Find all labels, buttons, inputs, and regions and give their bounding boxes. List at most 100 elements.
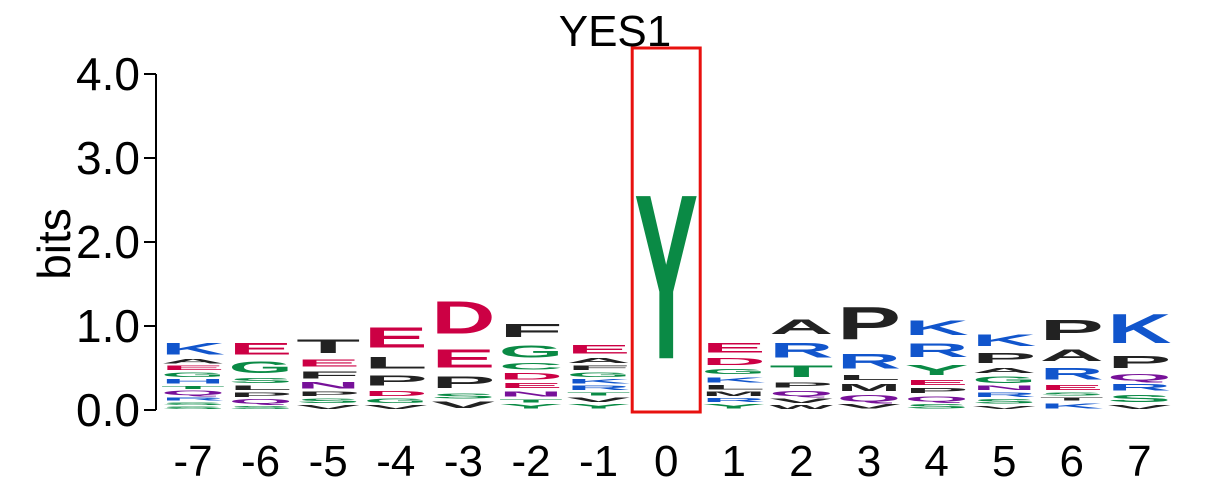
stack-letter: C xyxy=(499,361,563,371)
stack-letter: N xyxy=(296,381,360,391)
stack-letter: D xyxy=(702,356,766,368)
stack-letter: S xyxy=(161,402,225,406)
stack-letter: V xyxy=(972,405,1036,410)
stack-letter: K xyxy=(1107,305,1171,352)
stack-letter: S xyxy=(296,397,360,404)
stack-letter: S xyxy=(972,398,1036,405)
stack-letter: P xyxy=(431,373,495,391)
stack-letter: P xyxy=(905,387,969,395)
stack-letter: Q xyxy=(161,390,225,397)
stack-letter: T xyxy=(296,335,360,357)
stack-letter: V xyxy=(1107,404,1171,410)
x-tick-label: -5 xyxy=(309,437,348,486)
stack-letter: G xyxy=(567,371,631,378)
letter-stack: Y xyxy=(634,146,698,409)
stack-letter: P xyxy=(364,372,428,389)
stack-letter: N xyxy=(972,385,1036,392)
stack-letter: V xyxy=(837,403,901,410)
stack-letter: E xyxy=(296,357,360,369)
y-tick-label: 2.0 xyxy=(76,216,140,268)
stack-letter: P xyxy=(837,297,901,349)
stack-letter: Q xyxy=(769,389,833,397)
stack-letter: D xyxy=(431,291,495,343)
stack-letter: L xyxy=(702,384,766,391)
x-tick-label: -3 xyxy=(444,437,483,486)
stack-letter: A xyxy=(161,358,225,365)
stack-letter: D xyxy=(499,371,563,381)
stack-letter: G xyxy=(364,397,428,404)
stack-letter: S xyxy=(229,376,293,384)
y-axis-label: bits xyxy=(28,208,80,280)
stack-letter: G xyxy=(161,371,225,378)
stack-letter: R xyxy=(567,385,631,392)
stack-letter: R xyxy=(905,339,969,361)
y-tick-label: 1.0 xyxy=(76,300,140,352)
stack-letter: V xyxy=(567,397,631,404)
stack-letter: L xyxy=(364,354,428,372)
stack-letter: L xyxy=(229,385,293,392)
x-tick-label: -2 xyxy=(511,437,550,486)
stack-letter: Q xyxy=(905,395,969,403)
x-tick-label: 7 xyxy=(1127,437,1151,486)
stack-letter: Y xyxy=(567,403,631,410)
stack-letter: H xyxy=(161,378,225,385)
stack-letter: A xyxy=(1040,346,1104,365)
stack-letter: S xyxy=(1107,392,1171,404)
stack-letter: K xyxy=(1040,402,1104,410)
stack-letter: D xyxy=(364,389,428,397)
stack-letter: F xyxy=(296,369,360,381)
x-tick-label: 6 xyxy=(1060,437,1084,486)
stack-letter: M xyxy=(837,381,901,393)
stack-letter: Y xyxy=(634,146,698,409)
stack-letter: A xyxy=(567,356,631,364)
y-tick-label: 4.0 xyxy=(76,48,140,100)
stack-letter: Y xyxy=(905,361,969,378)
stack-letter: P xyxy=(1040,314,1104,346)
stack-letter: V xyxy=(364,404,428,410)
y-tick-label: 3.0 xyxy=(76,132,140,184)
stack-letter: S xyxy=(161,406,225,410)
stack-letter: Q xyxy=(1107,372,1171,382)
letter-stacks: SSRQTHGEAKSQPLSGEVSPNFETVGDPLEVSPEDYTNED… xyxy=(161,146,1171,410)
stack-letter: G xyxy=(972,375,1036,385)
stack-letter: E xyxy=(1040,383,1104,391)
stack-letter: V xyxy=(431,400,495,410)
stack-letter: E xyxy=(567,343,631,356)
stack-letter: A xyxy=(972,366,1036,374)
stack-letter: Y xyxy=(702,403,766,410)
stack-letter: T xyxy=(567,392,631,397)
x-tick-label: 2 xyxy=(789,437,813,486)
stack-letter: R xyxy=(769,339,833,362)
stack-letter: K xyxy=(161,339,225,358)
stack-letter: L xyxy=(837,373,901,381)
stack-letter: E xyxy=(431,343,495,372)
stack-letter: K xyxy=(567,378,631,385)
stack-letter: Q xyxy=(229,398,293,405)
stack-letter: K xyxy=(702,376,766,384)
stack-letter: K xyxy=(905,316,969,339)
stack-letter: E xyxy=(364,322,428,354)
stack-letter: P xyxy=(1107,352,1171,372)
x-tick-label: 4 xyxy=(924,437,948,486)
stack-letter: S xyxy=(431,392,495,400)
stack-letter: E xyxy=(161,365,225,372)
stack-letter: R xyxy=(1040,364,1104,383)
stack-letter: V xyxy=(296,404,360,410)
stack-letter: G xyxy=(229,358,293,377)
x-tick-label: -4 xyxy=(376,437,415,486)
stack-letter: S xyxy=(905,403,969,410)
stack-letter: P xyxy=(296,391,360,398)
x-tick-label: 1 xyxy=(722,437,746,486)
